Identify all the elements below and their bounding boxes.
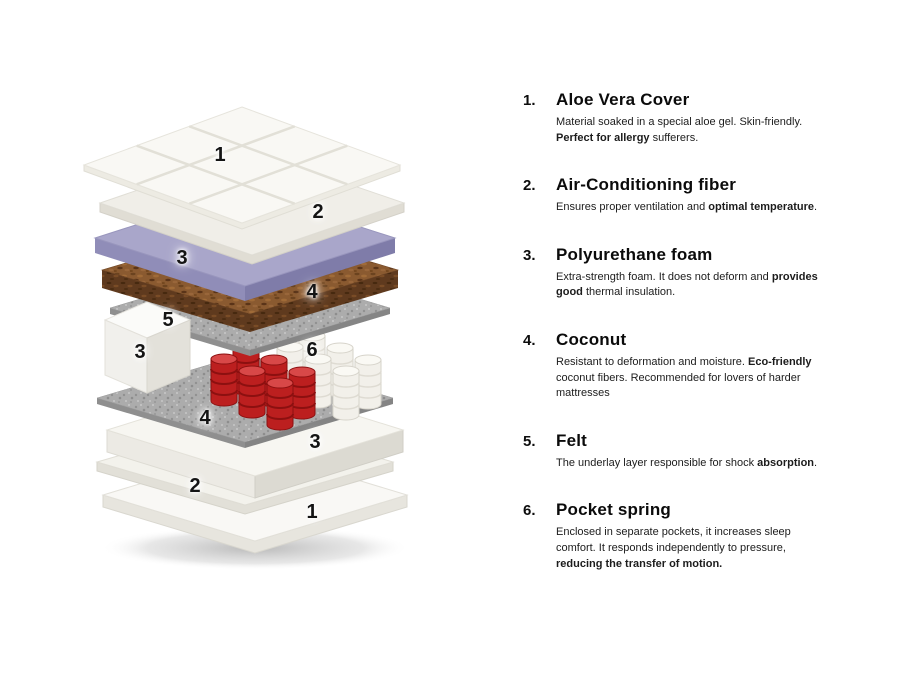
legend-item-aloe-vera-cover: 1. Aloe Vera Cover Material soaked in a …: [523, 90, 828, 146]
legend-title: Felt: [556, 430, 588, 450]
legend-item-air-conditioning-fiber: 2. Air-Conditioning fiber Ensures proper…: [523, 175, 828, 216]
legend-number: 6.: [523, 502, 536, 520]
legend-number: 2.: [523, 177, 536, 195]
legend: 1. Aloe Vera Cover Material soaked in a …: [523, 90, 828, 601]
legend-item-felt: 5. Felt The underlay layer responsible f…: [523, 431, 828, 472]
legend-title: Polyurethane foam: [556, 244, 713, 264]
legend-description: Resistant to deformation and moisture. E…: [556, 356, 812, 400]
layer-number-3-foam-block: 3: [134, 341, 146, 363]
legend-description: Enclosed in separate pockets, it increas…: [556, 526, 791, 570]
layer-number-5-felt: 5: [162, 309, 174, 331]
layer-number-3-top: 3: [176, 247, 188, 269]
legend-item-coconut: 4. Coconut Resistant to deformation and …: [523, 330, 828, 402]
legend-description: The underlay layer responsible for shock…: [556, 456, 818, 469]
mattress-diagram: 1 2 3 4 5 3 6 4 3 2 1: [50, 80, 470, 590]
legend-number: 5.: [523, 432, 536, 450]
layer-number-2-top: 2: [312, 201, 324, 223]
legend-number: 4.: [523, 332, 536, 350]
layer-number-3-lower-foam: 3: [309, 431, 321, 453]
layer-number-1-top: 1: [214, 144, 226, 166]
legend-title: Pocket spring: [556, 500, 672, 520]
legend-item-polyurethane-foam: 3. Polyurethane foam Extra-strength foam…: [523, 245, 828, 301]
legend-title: Coconut: [556, 330, 627, 350]
legend-number: 3.: [523, 246, 536, 264]
foam-block: [103, 301, 192, 394]
legend-item-pocket-spring: 6. Pocket spring Enclosed in separate po…: [523, 500, 828, 572]
layer-number-1-bottom: 1: [306, 501, 318, 523]
layer-number-4-coconut: 4: [306, 281, 318, 303]
legend-description: Ensures proper ventilation and optimal t…: [556, 201, 818, 214]
layer-number-6-springs: 6: [306, 339, 318, 361]
quilted-cover-layer: [82, 106, 402, 230]
legend-description: Extra-strength foam. It does not deform …: [556, 270, 818, 299]
legend-description: Material soaked in a special aloe gel. S…: [556, 116, 803, 144]
legend-title: Aloe Vera Cover: [556, 90, 690, 109]
legend-number: 1.: [523, 92, 536, 109]
layer-number-2-bottom: 2: [189, 475, 201, 497]
layer-number-4-lower-felt: 4: [199, 407, 211, 429]
legend-title: Air-Conditioning fiber: [556, 175, 737, 195]
mattress-illustration: [82, 106, 410, 570]
